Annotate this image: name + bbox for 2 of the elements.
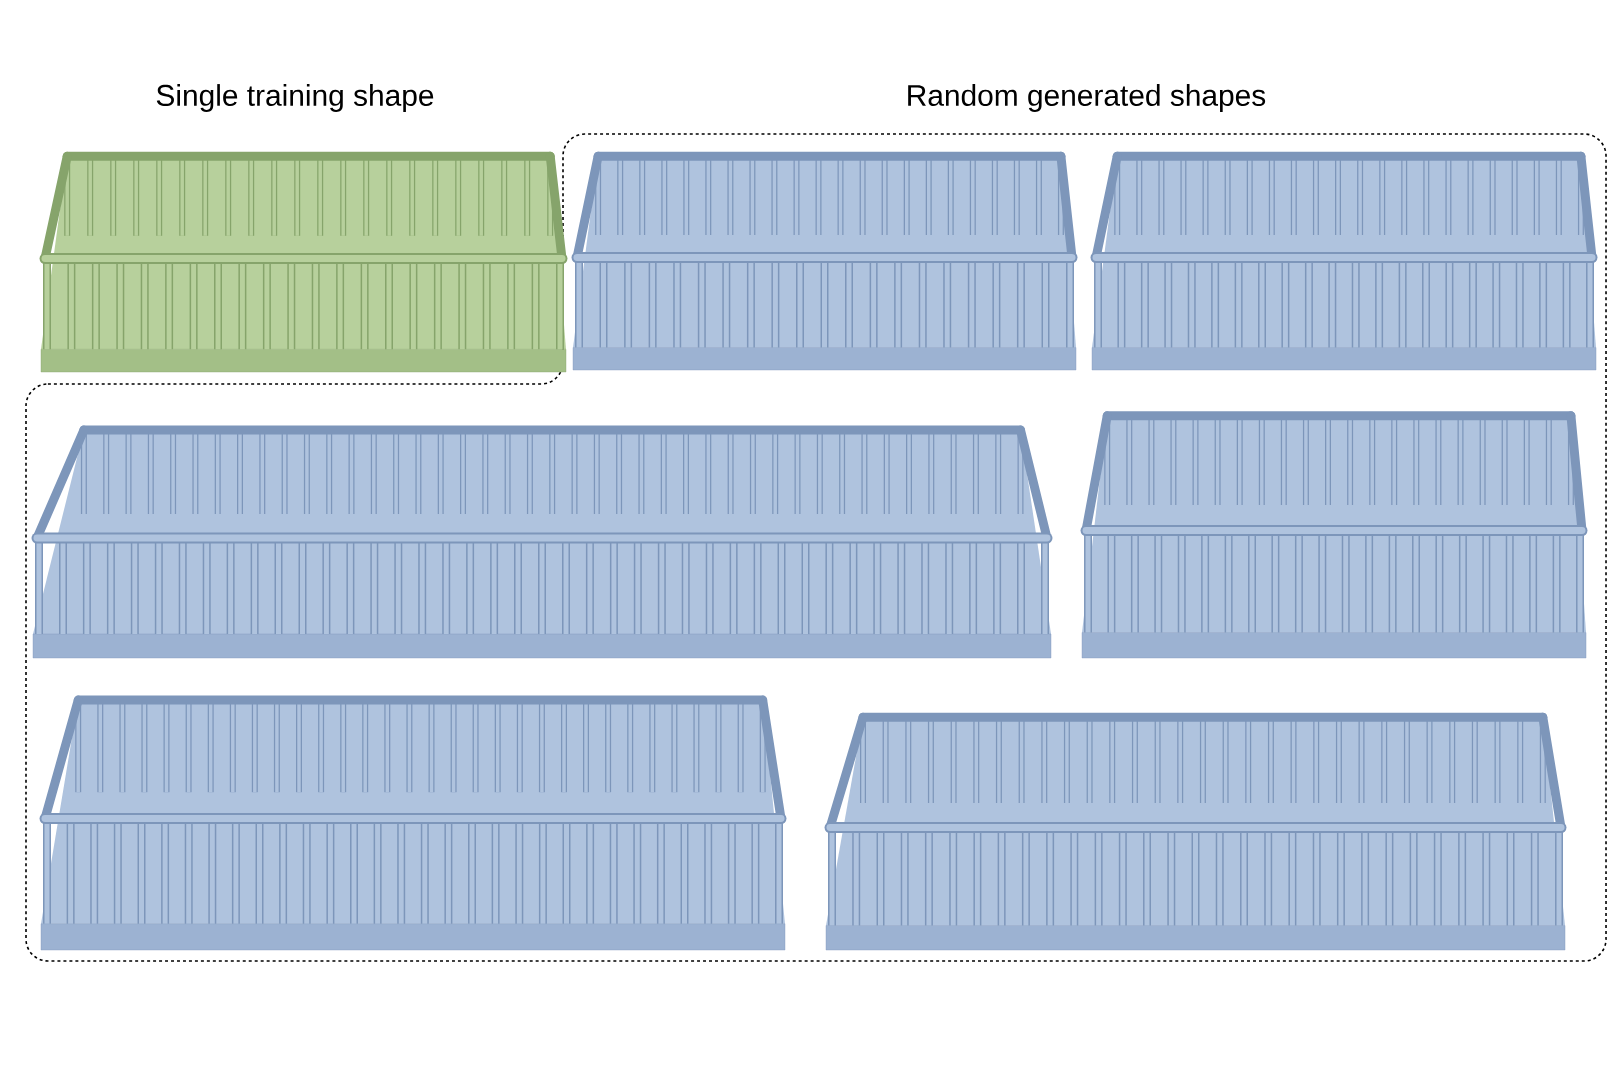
heading: Random generated shapes [908, 84, 1266, 112]
heading: Single training shape [156, 84, 434, 112]
